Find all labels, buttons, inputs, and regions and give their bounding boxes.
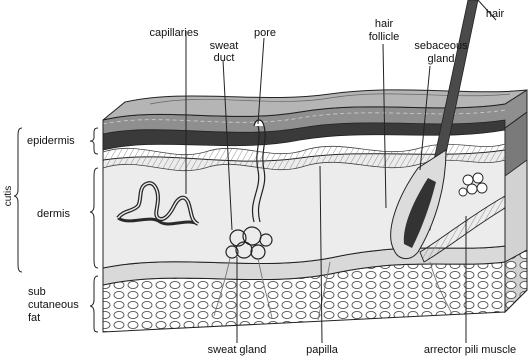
label-sebaceous-line1: sebaceous [408,40,474,52]
label-papilla: papilla [298,344,346,356]
epidermis-layer [103,90,527,150]
label-sweat-duct-line1: sweat [204,40,244,52]
label-capillaries: capillaries [136,27,212,39]
label-epidermis: epidermis [27,135,75,147]
label-sweat-duct-line2: duct [204,52,244,64]
label-sebaceous-line2: gland [418,53,464,65]
label-sweat-gland: sweat gland [194,344,280,356]
label-hair-follicle-line1: hair [362,18,406,30]
label-dermis: dermis [37,208,70,220]
label-subcutaneous-line2: cutaneous [28,299,79,311]
label-arrector-pili-muscle: arrector pili muscle [410,344,530,356]
label-hair: hair [478,8,512,20]
label-subcutaneous-line1: sub [28,286,46,298]
label-cutis: cutis [3,181,15,211]
label-hair-follicle-line2: follicle [360,31,408,43]
label-subcutaneous-line3: fat [28,312,40,324]
label-pore: pore [252,27,278,39]
